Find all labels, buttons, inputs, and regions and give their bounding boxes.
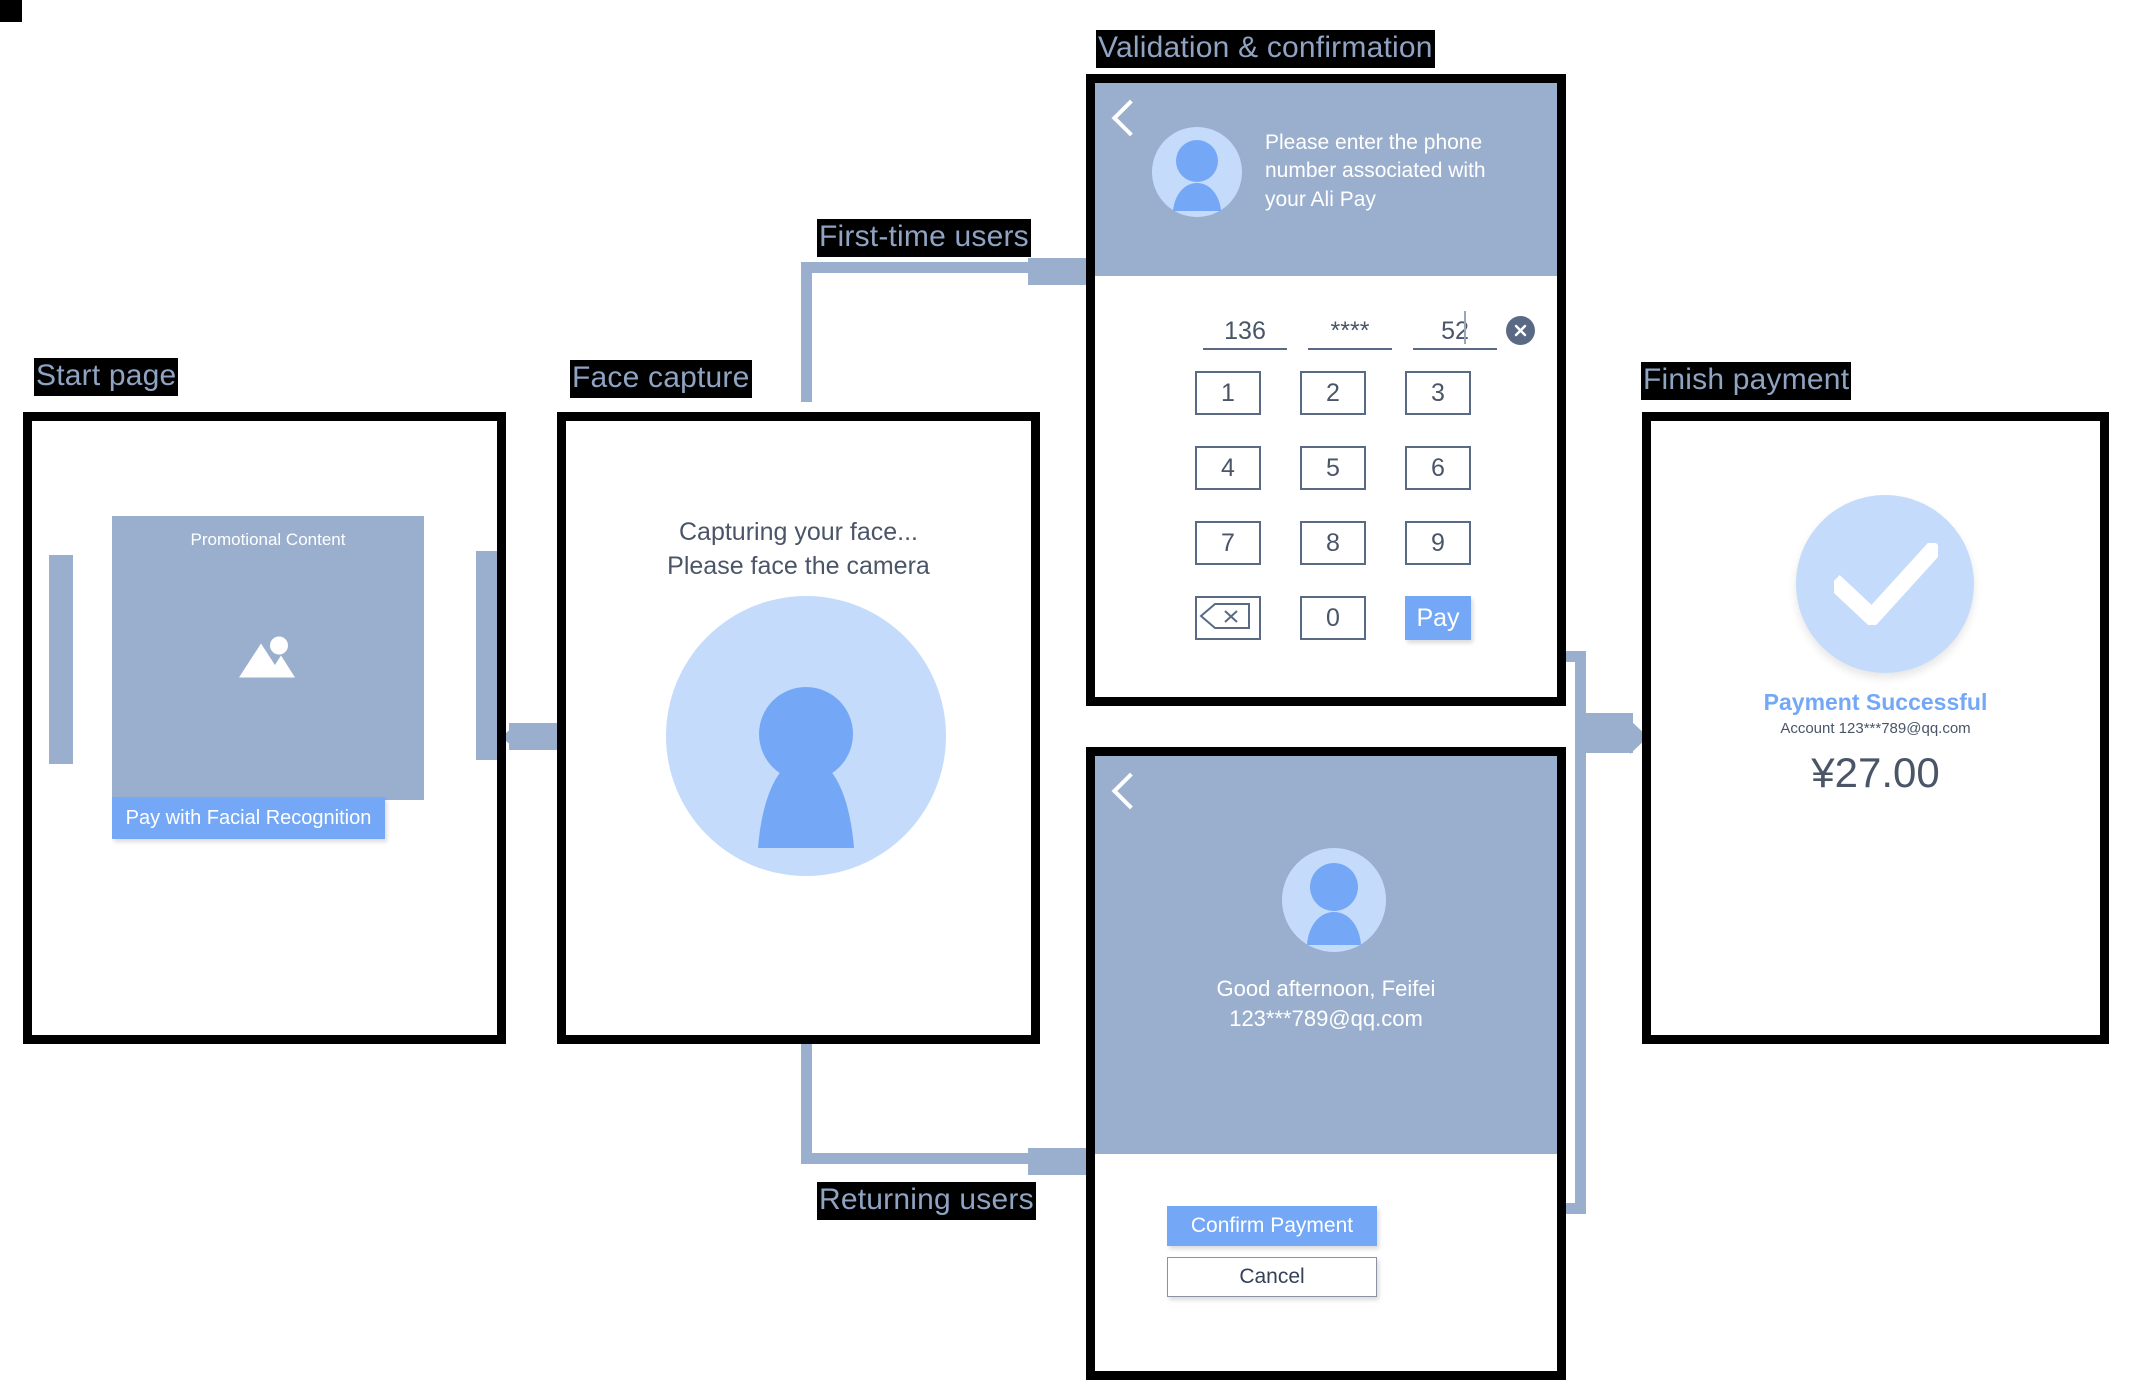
connector-start-to-face-tail bbox=[501, 728, 512, 746]
caption-validation: Validation & confirmation bbox=[1096, 30, 1435, 68]
returning-user-panel: Good afternoon, Feifei 123***789@qq.com bbox=[1095, 756, 1557, 1154]
connector-returning-horizontal bbox=[801, 1153, 1028, 1164]
key-1[interactable]: 1 bbox=[1195, 371, 1261, 415]
connector-merge-top-branch bbox=[1552, 651, 1586, 662]
key-9[interactable]: 9 bbox=[1405, 521, 1471, 565]
pay-with-facial-recognition-button[interactable]: Pay with Facial Recognition bbox=[112, 797, 385, 839]
connector-returning-vertical bbox=[801, 1040, 812, 1160]
returning-user-account: 123***789@qq.com bbox=[1229, 1005, 1423, 1031]
clear-circle-x-icon[interactable] bbox=[1506, 316, 1535, 345]
phone-part-1-input[interactable]: 136 bbox=[1203, 317, 1287, 350]
connector-first-time-vertical bbox=[801, 270, 812, 402]
image-placeholder-icon bbox=[237, 630, 299, 687]
connector-first-time-horizontal bbox=[801, 262, 1028, 273]
flow-label-first-time-users: First-time users bbox=[817, 219, 1031, 257]
caption-face-capture: Face capture bbox=[570, 360, 752, 398]
face-capture-line-1: Capturing your face... bbox=[678, 518, 918, 546]
key-2[interactable]: 2 bbox=[1300, 371, 1366, 415]
returning-user-greeting: Good afternoon, Feifei bbox=[1216, 976, 1436, 1001]
face-capture-instruction: Capturing your face... Please face the c… bbox=[566, 516, 1031, 584]
payment-account-line: Account 123***789@qq.com bbox=[1780, 720, 1971, 737]
key-0[interactable]: 0 bbox=[1300, 596, 1366, 640]
backspace-key[interactable] bbox=[1195, 596, 1261, 640]
key-3[interactable]: 3 bbox=[1405, 371, 1471, 415]
caption-finish-payment: Finish payment bbox=[1641, 362, 1852, 400]
payment-amount: ¥27.00 bbox=[1811, 749, 1940, 796]
validation-header-panel: Please enter the phone number associated… bbox=[1095, 83, 1557, 276]
pay-button[interactable]: Pay bbox=[1405, 596, 1471, 640]
back-chevron-icon[interactable] bbox=[1111, 772, 1149, 810]
person-avatar-icon bbox=[1282, 848, 1386, 952]
check-mark-icon bbox=[1827, 538, 1945, 630]
promotional-content-label: Promotional Content bbox=[190, 530, 346, 549]
confirm-payment-button[interactable]: Confirm Payment bbox=[1167, 1206, 1377, 1246]
payment-successful-title: Payment Successful bbox=[1763, 689, 1988, 715]
key-8[interactable]: 8 bbox=[1300, 521, 1366, 565]
promotional-content-block: Promotional Content bbox=[112, 516, 424, 800]
connector-returning-stub bbox=[1028, 1148, 1086, 1175]
key-5[interactable]: 5 bbox=[1300, 446, 1366, 490]
person-avatar-icon bbox=[1152, 127, 1242, 217]
screen-finish-payment: Payment Successful Account 123***789@qq.… bbox=[1642, 412, 2109, 1044]
screen-validation-returning: Good afternoon, Feifei 123***789@qq.com … bbox=[1086, 747, 1566, 1380]
face-capture-line-2: Please face the camera bbox=[667, 551, 930, 580]
backspace-icon bbox=[1199, 602, 1257, 634]
connector-merge-vertical bbox=[1575, 651, 1586, 1214]
phone-part-3-input[interactable]: 52 bbox=[1413, 317, 1497, 350]
text-caret bbox=[1464, 311, 1466, 344]
key-6[interactable]: 6 bbox=[1405, 446, 1471, 490]
back-chevron-icon[interactable] bbox=[1111, 99, 1149, 137]
key-4[interactable]: 4 bbox=[1195, 446, 1261, 490]
success-circle bbox=[1796, 495, 1974, 673]
validation-prompt-text: Please enter the phone number associated… bbox=[1265, 131, 1486, 211]
connector-merge-bottom-branch bbox=[1552, 1203, 1586, 1214]
start-page-right-accent-bar bbox=[476, 551, 497, 760]
corner-marker bbox=[0, 0, 22, 22]
start-page-left-accent-bar bbox=[49, 555, 73, 764]
connector-to-finish-stub bbox=[1575, 713, 1633, 753]
screen-face-capture: Capturing your face... Please face the c… bbox=[557, 412, 1040, 1044]
connector-first-time-stub bbox=[1028, 258, 1086, 285]
key-7[interactable]: 7 bbox=[1195, 521, 1261, 565]
screen-start-page: Promotional Content Pay with Facial Reco… bbox=[23, 412, 506, 1044]
cancel-button[interactable]: Cancel bbox=[1167, 1257, 1377, 1297]
caption-start-page: Start page bbox=[34, 358, 179, 396]
returning-user-greeting-block: Good afternoon, Feifei 123***789@qq.com bbox=[1095, 974, 1557, 1033]
phone-part-2-input[interactable]: **** bbox=[1308, 317, 1392, 350]
flow-label-returning-users: Returning users bbox=[817, 1182, 1036, 1220]
person-avatar-icon bbox=[756, 686, 856, 881]
screen-validation-first-time: Please enter the phone number associated… bbox=[1086, 74, 1566, 706]
